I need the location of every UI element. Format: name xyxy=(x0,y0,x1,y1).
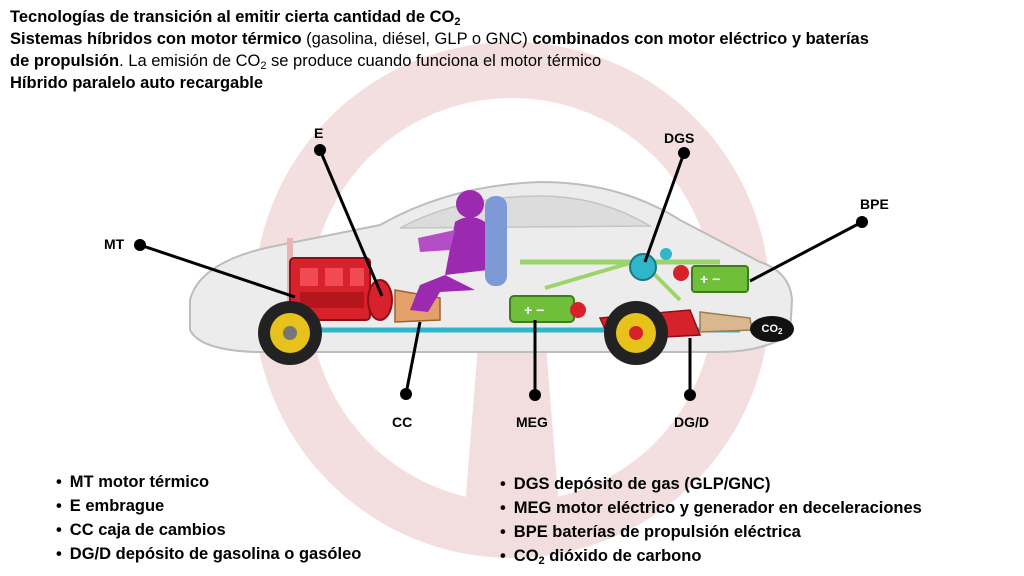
legend-item-e: E embrague xyxy=(56,494,361,518)
svg-text:+ −: + − xyxy=(700,271,720,287)
callout-dgs: DGS xyxy=(664,130,695,146)
legend-item-mt: MT motor térmico xyxy=(56,470,361,494)
callout-mt: MT xyxy=(104,236,125,252)
svg-text:+ −: + − xyxy=(524,302,544,318)
callout-meg: MEG xyxy=(516,414,548,430)
occupant-figure xyxy=(410,190,507,312)
header-line-3: de propulsión. La emisión de CO2 se prod… xyxy=(10,52,602,72)
exhaust-cloud-icon: CO2 xyxy=(750,316,794,342)
callout-bpe: BPE xyxy=(860,196,889,212)
header-line-1: Tecnologías de transición al emitir cier… xyxy=(10,8,461,28)
legend-item-bpe: BPE baterías de propulsión eléctrica xyxy=(500,520,922,544)
legend-item-meg: MEG motor eléctrico y generador en decel… xyxy=(500,496,922,520)
front-wheel xyxy=(258,301,322,365)
legend-item-co2: CO2 dióxido de carbono xyxy=(500,544,922,568)
legend-left: MT motor térmico E embrague CC caja de c… xyxy=(56,470,362,566)
leader-lines xyxy=(134,144,868,401)
legend-item-dgs: DGS depósito de gas (GLP/GNC) xyxy=(500,472,922,496)
car-cutaway-illustration: + − + − xyxy=(189,180,794,365)
callout-e: E xyxy=(314,125,324,141)
legend-right: DGS depósito de gas (GLP/GNC) MEG motor … xyxy=(500,472,922,568)
legend-item-dgd: DG/D depósito de gasolina o gasóleo xyxy=(56,542,362,566)
header-line-2: Sistemas híbridos con motor térmico (gas… xyxy=(10,30,869,48)
legend-item-cc: CC caja de cambios xyxy=(56,518,361,542)
header-line-4: Híbrido paralelo auto recargable xyxy=(10,74,264,92)
callout-dgd: DG/D xyxy=(674,414,709,430)
slide-header: Tecnologías de transición al emitir cier… xyxy=(10,6,1020,94)
callout-cc: CC xyxy=(392,414,413,430)
rear-wheel xyxy=(604,301,668,365)
